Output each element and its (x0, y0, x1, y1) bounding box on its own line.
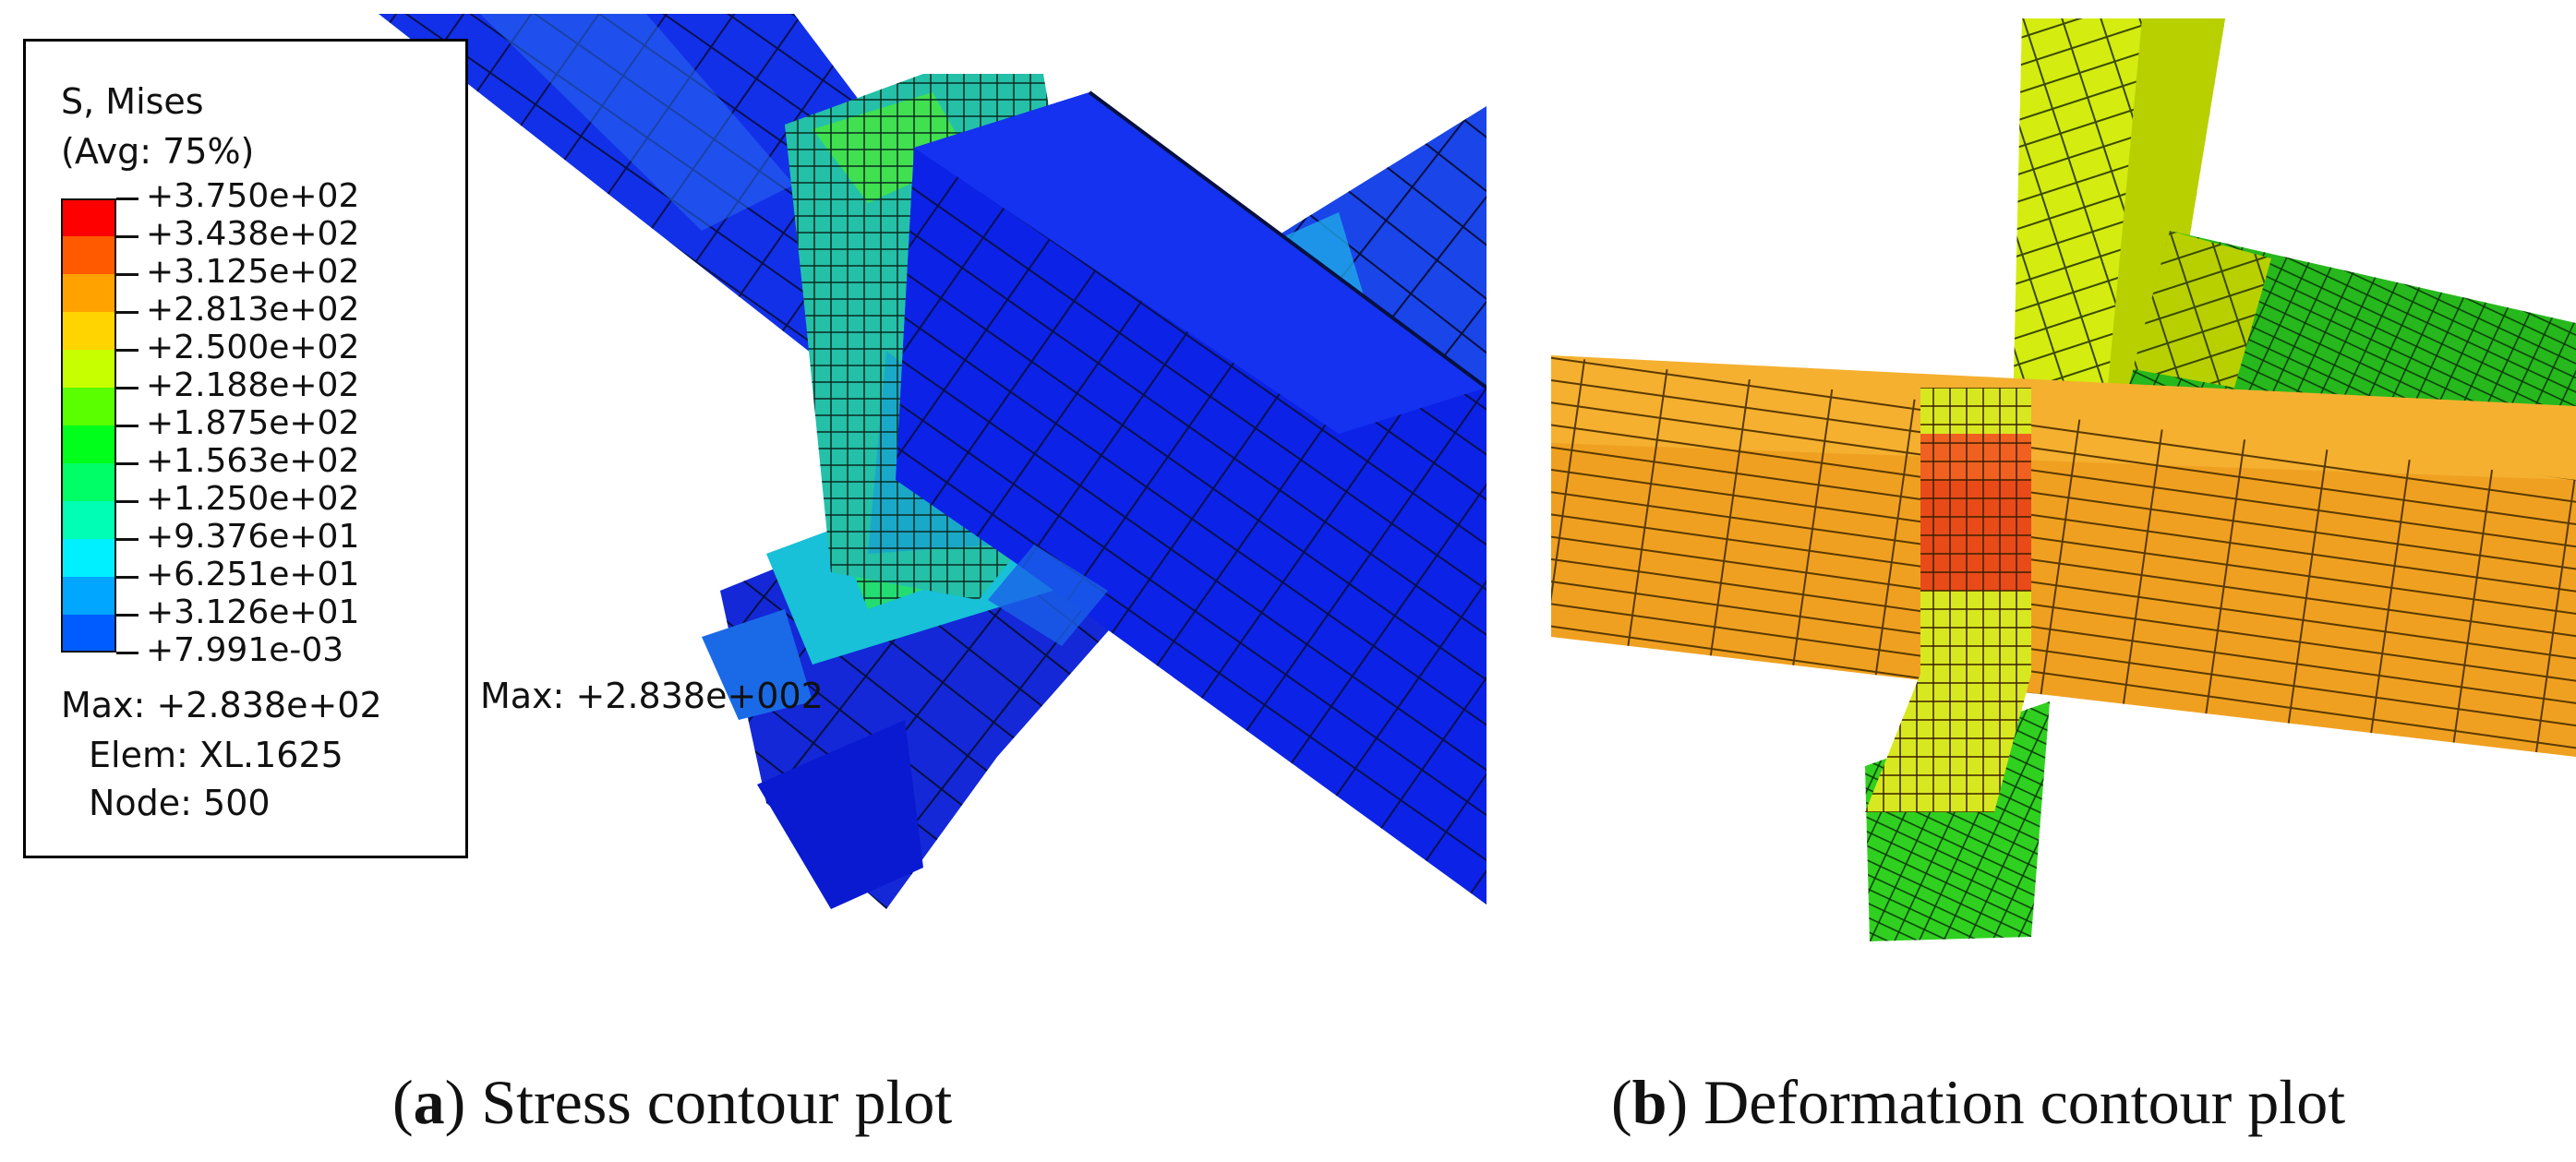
stress-contour-plot (379, 14, 1487, 909)
legend-level-label: +3.126e+01 (146, 593, 360, 631)
legend-tick (116, 425, 138, 427)
max-annotation: Max: +2.838e+002 (480, 676, 824, 716)
legend-level-label: +1.563e+02 (146, 442, 360, 480)
legend-swatch (61, 198, 116, 236)
caption-b: (b) Deformation contour plot (1611, 1067, 2346, 1137)
legend-tick (116, 652, 138, 654)
legend-swatch (61, 615, 116, 653)
legend-tick (116, 273, 138, 276)
legend-level-label: +9.376e+01 (146, 518, 360, 556)
legend-tick (116, 462, 138, 465)
legend-tick (116, 387, 138, 389)
legend-max: Max: +2.838e+02 (61, 685, 382, 725)
legend-tick (116, 500, 138, 503)
legend-tick (116, 235, 138, 238)
legend-scale-border (61, 198, 116, 653)
connection-plate (1865, 388, 2031, 812)
legend-swatch (61, 425, 116, 463)
legend-level-label: +1.250e+02 (146, 480, 360, 518)
legend-level-label: +3.750e+02 (146, 177, 360, 215)
legend-level-label: +3.125e+02 (146, 253, 360, 291)
legend-node: Node: 500 (89, 783, 271, 823)
legend-swatch (61, 388, 116, 425)
legend-level-label: +2.500e+02 (146, 329, 360, 366)
caption-a: (a) Stress contour plot (392, 1067, 953, 1137)
caption-a-text: Stress contour plot (465, 1067, 953, 1137)
legend-swatch (61, 501, 116, 539)
legend-swatch (61, 539, 116, 577)
caption-b-text: Deformation contour plot (1688, 1067, 2346, 1137)
legend-swatch (61, 236, 116, 274)
legend-swatch (61, 312, 116, 350)
legend-tick (116, 614, 138, 617)
legend-swatch (61, 577, 116, 615)
legend-swatch (61, 463, 116, 501)
deformation-contour-plot (1551, 18, 2576, 941)
legend-level-label: +7.991e-03 (146, 631, 344, 669)
diagonal-brace (2124, 231, 2576, 517)
legend-tick (116, 311, 138, 314)
horizontal-beam (1551, 355, 2576, 757)
legend-tick (116, 349, 138, 352)
legend-swatch (61, 274, 116, 312)
caption-b-letter: b (1631, 1067, 1667, 1137)
main-diagonal-beam (896, 90, 1487, 904)
legend-level-label: +1.875e+02 (146, 404, 360, 442)
legend-tick (116, 538, 138, 541)
legend-level-label: +6.251e+01 (146, 556, 360, 593)
legend-swatch (61, 350, 116, 388)
legend-title: S, Mises (61, 81, 204, 122)
legend-level-label: +3.438e+02 (146, 215, 360, 253)
legend-level-label: +2.188e+02 (146, 366, 360, 404)
legend-level-label: +2.813e+02 (146, 291, 360, 329)
legend-tick (116, 198, 138, 200)
legend-tick (116, 576, 138, 579)
legend-elem: Elem: XL.1625 (89, 735, 343, 775)
legend-subtitle: (Avg: 75%) (61, 131, 255, 172)
caption-a-letter: a (413, 1067, 445, 1137)
